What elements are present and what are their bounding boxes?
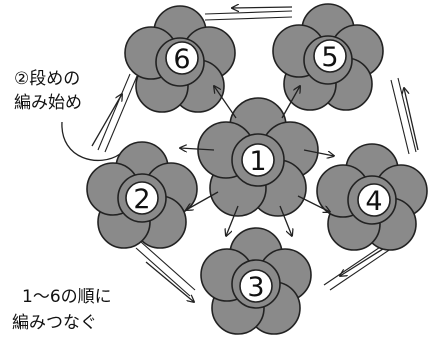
label-join-order-line1: 1〜6の順に: [22, 287, 112, 307]
motif-5-center: [313, 39, 347, 73]
motif-1-number: 1: [249, 146, 266, 177]
label-round2-start-line1: ②段めの: [14, 69, 80, 89]
motif-6-number: 6: [173, 44, 190, 75]
center-arrows: [180, 86, 334, 236]
motif-6-center: [165, 41, 199, 75]
arrow-1-to-2-lower: [186, 191, 219, 210]
arrow-1-to-6: [214, 86, 237, 119]
motif-3-center: [239, 269, 273, 303]
motif-3: 3: [200, 227, 312, 335]
motif-1: 1: [197, 97, 319, 217]
motif-5-number: 5: [321, 42, 338, 73]
arrow-6-5: [232, 7, 293, 8]
motif-2-center: [125, 181, 159, 215]
arrow-3-2: [145, 261, 194, 302]
arrow-1-to-2-upper: [180, 148, 215, 150]
arrow-2-6: [91, 94, 122, 147]
arrow-1-to-4-lower: [297, 195, 330, 212]
arrow-1-to-3-left: [226, 205, 239, 236]
label-round2-start-line2: 編み始め: [14, 93, 82, 113]
motif-2-number: 2: [133, 184, 150, 215]
motif-5: 5: [272, 3, 384, 111]
start-leader-line: [61, 121, 121, 162]
arrow-1-to-4-upper: [303, 149, 334, 156]
motif-1-center: [241, 143, 275, 177]
motif-3-number: 3: [247, 272, 264, 303]
arrow-5-4: [404, 88, 419, 151]
arrow-1-to-3-right: [279, 205, 292, 236]
outer-arrows: [91, 7, 419, 302]
motif-4-number: 4: [365, 186, 382, 217]
motif-2: 2: [86, 141, 198, 249]
label-join-order-line2: 編みつなぐ: [12, 313, 97, 333]
motif-6: 6: [124, 5, 236, 113]
motif-4: 4: [316, 143, 428, 251]
lane-3-to-2: [135, 247, 191, 297]
arrow-1-to-5: [281, 86, 300, 119]
lane-2-to-6: [97, 73, 131, 151]
lane-5-to-4: [397, 77, 417, 153]
lane-6-to-5: [204, 10, 293, 15]
motif-4-center: [357, 183, 391, 217]
